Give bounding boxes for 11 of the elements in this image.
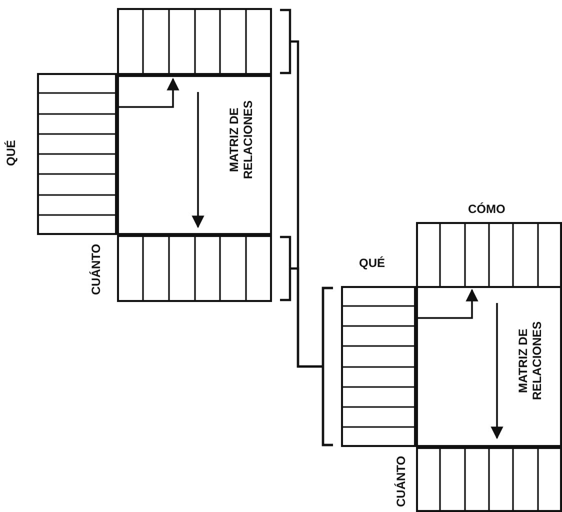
matrix-title: MATRIZ DE RELACIONES <box>516 320 545 402</box>
matrix-title: MATRIZ DE RELACIONES <box>227 100 256 182</box>
section-label: CÓMO <box>468 202 506 216</box>
section-label: QUÉ <box>359 256 386 270</box>
section-label: CUÁNTO <box>89 242 104 297</box>
column-grid <box>117 8 272 75</box>
section-label: QUÉ <box>4 139 19 168</box>
relationship-matrix <box>117 75 272 235</box>
relationship-matrix <box>416 286 562 447</box>
section-label: CUÁNTO <box>394 454 409 509</box>
bracket-connector <box>278 236 334 446</box>
